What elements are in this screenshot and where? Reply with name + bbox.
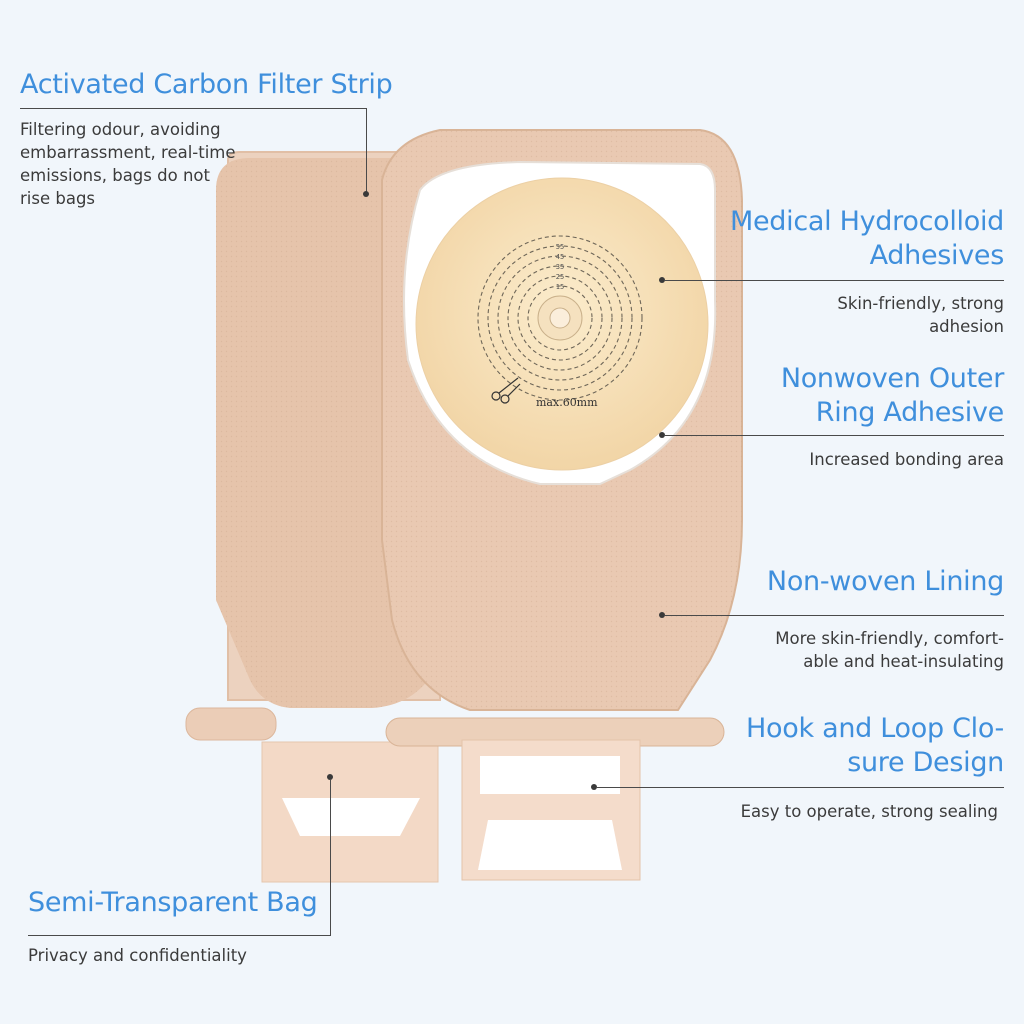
- front-bag: 55 45 35 25 15 max.60mm: [381, 129, 743, 881]
- description-line: emissions, bags do not: [20, 166, 210, 185]
- leader-dot: [327, 774, 333, 780]
- flange-ring-label: 15: [556, 283, 564, 291]
- leader-line: [20, 108, 366, 109]
- leader-line: [665, 615, 1004, 616]
- title-line: Ring Adhesive: [815, 397, 1005, 428]
- flange-ring-label: 25: [556, 273, 564, 281]
- description-line: Increased bonding area: [809, 450, 1004, 469]
- feature-description-closure: Easy to operate, strong sealing: [741, 800, 998, 823]
- feature-description-carbon-filter: Filtering odour, avoiding embarrassment,…: [20, 118, 236, 210]
- feature-title-lining: Non-woven Lining: [766, 566, 1004, 597]
- leader-dot: [659, 612, 665, 618]
- flange-ring-label: 45: [556, 253, 564, 261]
- description-line: adhesion: [929, 317, 1004, 336]
- leader-line: [665, 280, 1004, 281]
- leader-dot: [659, 432, 665, 438]
- description-line: Filtering odour, avoiding: [20, 120, 221, 139]
- title-line: sure Design: [847, 747, 1004, 778]
- leader-line: [597, 787, 1004, 788]
- title-line: Adhesives: [869, 240, 1005, 271]
- feature-description-hydrocolloid: Skin-friendly, strong adhesion: [837, 292, 1004, 338]
- leader-line: [330, 780, 331, 936]
- leader-line: [28, 935, 331, 936]
- leader-line: [665, 435, 1004, 436]
- feature-description-outer-ring: Increased bonding area: [809, 448, 1004, 471]
- description-line: Easy to operate, strong sealing: [740, 802, 998, 821]
- leader-dot: [591, 784, 597, 790]
- description-line: rise bags: [20, 189, 96, 208]
- description-line: More skin-friendly, comfort-: [775, 629, 1004, 648]
- flange-ring-label: 35: [556, 263, 564, 271]
- feature-title-carbon-filter: Activated Carbon Filter Strip: [20, 69, 393, 100]
- description-line: able and heat-insulating: [803, 652, 1004, 671]
- description-line: embarrassment, real-time: [20, 143, 236, 162]
- scissors-icon: [491, 377, 521, 404]
- feature-title-hydrocolloid: Medical Hydrocolloid Adhesives: [730, 205, 1004, 273]
- description-line: Privacy and confidentiality: [28, 946, 247, 965]
- feature-description-semi-transparent: Privacy and confidentiality: [28, 944, 247, 967]
- title-line: Hook and Loop Clo-: [746, 713, 1004, 744]
- title-line: Nonwoven Outer: [780, 363, 1004, 394]
- leader-dot: [659, 277, 665, 283]
- flange-max-label: max.60mm: [536, 396, 598, 409]
- flange-ring-label: 55: [556, 243, 564, 251]
- title-line: Medical Hydrocolloid: [730, 206, 1004, 237]
- feature-title-closure: Hook and Loop Clo- sure Design: [746, 712, 1004, 780]
- leader-dot: [363, 191, 369, 197]
- leader-line: [366, 108, 367, 194]
- description-line: Skin-friendly, strong: [837, 294, 1004, 313]
- feature-title-outer-ring: Nonwoven Outer Ring Adhesive: [781, 362, 1004, 430]
- feature-title-semi-transparent: Semi-Transparent Bag: [28, 887, 318, 918]
- feature-description-lining: More skin-friendly, comfort- able and he…: [775, 627, 1004, 673]
